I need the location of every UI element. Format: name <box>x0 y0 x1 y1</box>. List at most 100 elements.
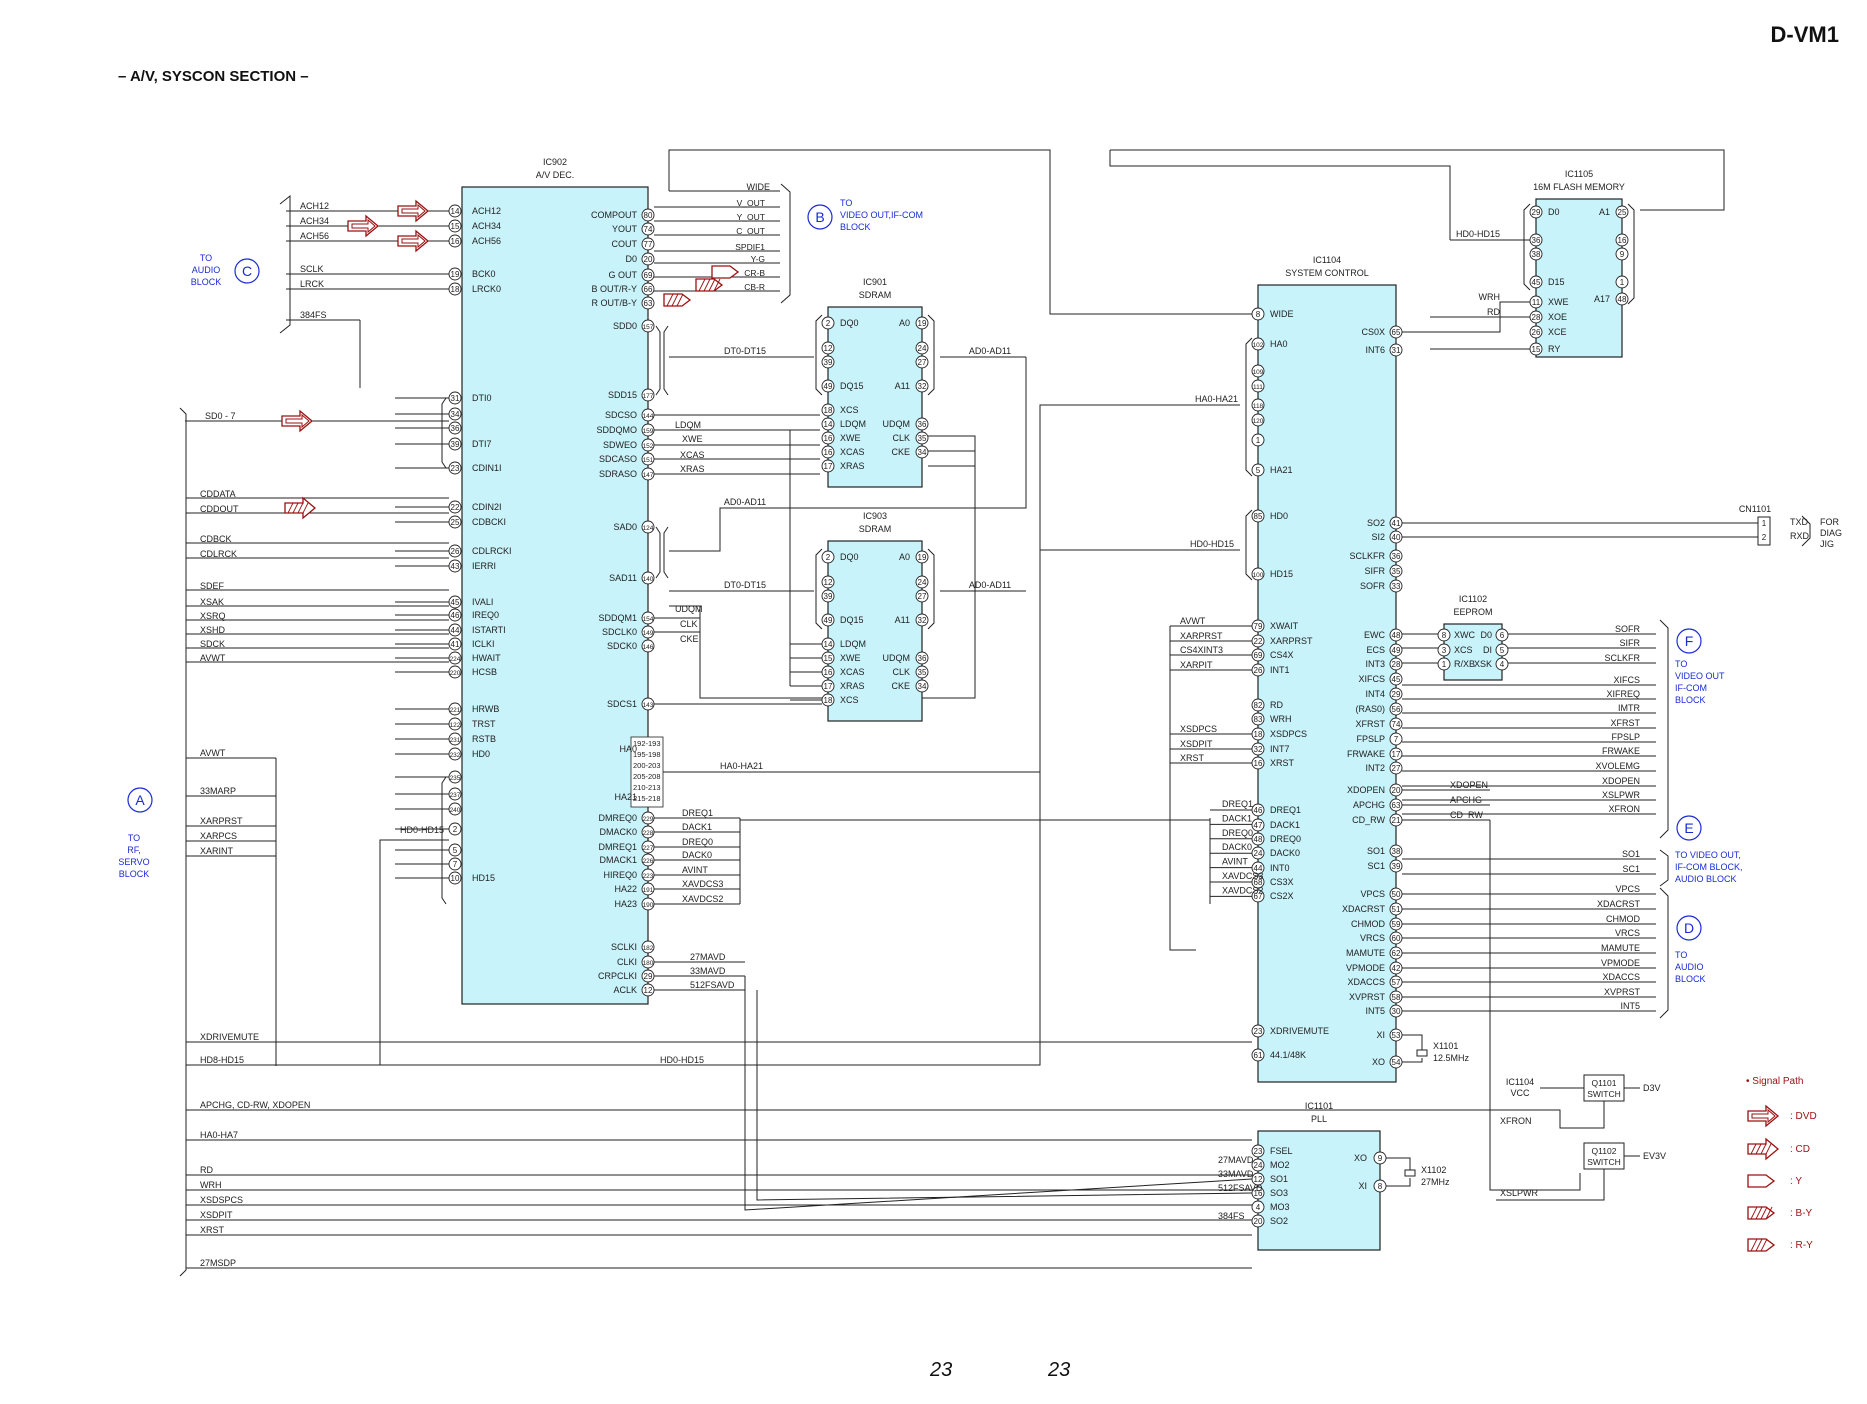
pin-marker <box>1251 379 1265 393</box>
pin-marker <box>448 747 462 761</box>
net-label: CS4XINT3 <box>1180 645 1223 655</box>
pin-number: 36 <box>451 424 460 433</box>
net-label: XDACRST <box>1597 899 1641 909</box>
pin-marker <box>448 732 462 746</box>
pin-number: 143 <box>643 702 654 709</box>
pin-marker <box>448 822 462 836</box>
pin-number: 227 <box>643 845 654 852</box>
pin-number: 18 <box>1254 730 1263 739</box>
legend-label: : Y <box>1790 1176 1802 1187</box>
net-label: SO1 <box>1270 1174 1288 1184</box>
pin-marker <box>1251 509 1265 523</box>
pin-marker <box>1389 530 1403 544</box>
net-label: SI2 <box>1371 532 1385 542</box>
net-label: A0 <box>899 318 910 328</box>
pin-number: 14 <box>824 420 833 429</box>
pin-marker <box>641 983 655 997</box>
pin-number: 149 <box>643 630 654 637</box>
net-label: CDIN1I <box>472 463 502 473</box>
pin-number: 146 <box>643 644 654 651</box>
pin-number: 220 <box>450 670 461 677</box>
ic-name: 16M FLASH MEMORY <box>1533 182 1625 192</box>
ic-body-ic1102 <box>1443 623 1503 681</box>
ic-name: SDRAM <box>859 290 892 300</box>
wire <box>441 397 447 469</box>
net-label: ISTARTI <box>472 625 506 635</box>
net-label: XFRON <box>1500 1116 1532 1126</box>
block-B-marker <box>807 204 833 230</box>
pin-number: 31 <box>451 394 460 403</box>
pin-marker <box>1529 310 1543 324</box>
pin-marker <box>641 811 655 825</box>
pin-marker <box>1437 628 1451 642</box>
block-letter: F <box>1685 633 1694 649</box>
pin-marker <box>1251 742 1265 756</box>
pin-number: 42 <box>1392 964 1401 973</box>
pin-number: 32 <box>918 616 927 625</box>
legend-title: • Signal Path <box>1746 1076 1803 1087</box>
pin-marker <box>448 282 462 296</box>
pin-number: 8 <box>1442 631 1447 640</box>
net-label: VPMODE <box>1601 958 1640 968</box>
net-label: CKE <box>680 634 699 644</box>
block-label: VIDEO OUT <box>1675 671 1725 681</box>
block-letter: B <box>815 209 824 225</box>
pin-number: 27 <box>1392 764 1401 773</box>
wire <box>1386 1157 1411 1170</box>
pin-number: 24 <box>918 578 927 587</box>
pin-number: 77 <box>644 240 653 249</box>
pin-number: 35 <box>1392 567 1401 576</box>
pin-number: 8 <box>1378 1182 1383 1191</box>
pin-marker <box>1251 698 1265 712</box>
pin-number: 159 <box>643 428 654 435</box>
pin-marker <box>641 222 655 236</box>
net-label: XFRST <box>1610 718 1640 728</box>
net-label: CDDATA <box>200 489 236 499</box>
net-label: XVPRST <box>1604 987 1641 997</box>
block-label: TO <box>1675 659 1687 669</box>
net-label: DQ15 <box>840 381 864 391</box>
net-label: IVALI <box>472 597 493 607</box>
net-label: XOE <box>1548 312 1567 322</box>
net-label: VPCS <box>1615 884 1640 894</box>
pin-marker <box>448 500 462 514</box>
net-label: SD0 - 7 <box>205 411 236 421</box>
pin-number: 69 <box>1254 651 1263 660</box>
pin-number: 2 <box>826 319 831 328</box>
net-label: CS4X <box>1270 650 1294 660</box>
pin-number: 22 <box>451 503 460 512</box>
pin-marker <box>1529 233 1543 247</box>
block-label: TO <box>1675 950 1687 960</box>
net-label: XSDPIT <box>200 1210 233 1220</box>
pin-number: 16 <box>824 434 833 443</box>
net-label: SWITCH <box>1587 1089 1621 1099</box>
pin-number: 118 <box>1253 403 1264 410</box>
pin-number: 122 <box>450 722 461 729</box>
pin-marker <box>1251 727 1265 741</box>
pin-range: 200-203 <box>633 761 661 770</box>
net-label: DMACK0 <box>599 827 637 837</box>
block-label: BLOCK <box>191 277 222 287</box>
pin-marker <box>821 589 835 603</box>
pin-range: 195-198 <box>633 750 661 759</box>
pin-number: 12 <box>824 578 833 587</box>
wire <box>815 314 823 396</box>
net-label: CD_RW <box>1352 815 1385 825</box>
net-label: AVINT <box>682 865 708 875</box>
pin-number: 30 <box>1392 1007 1401 1016</box>
pin-number: 47 <box>1254 821 1263 830</box>
pin-number: 56 <box>1392 705 1401 714</box>
pin-number: 36 <box>1392 552 1401 561</box>
net-label: XSHD <box>200 625 226 635</box>
pin-number: 68 <box>1254 878 1263 887</box>
net-label: Q1102 <box>1592 1146 1617 1156</box>
net-label: INT6 <box>1365 345 1385 355</box>
pin-number: 19 <box>918 319 927 328</box>
net-label: HA0-HA21 <box>1195 394 1238 404</box>
net-label: WRH <box>1479 292 1501 302</box>
pin-marker <box>821 550 835 564</box>
pin-number: 39 <box>824 358 833 367</box>
pin-number: 18 <box>824 406 833 415</box>
pin-number: 20 <box>1392 786 1401 795</box>
